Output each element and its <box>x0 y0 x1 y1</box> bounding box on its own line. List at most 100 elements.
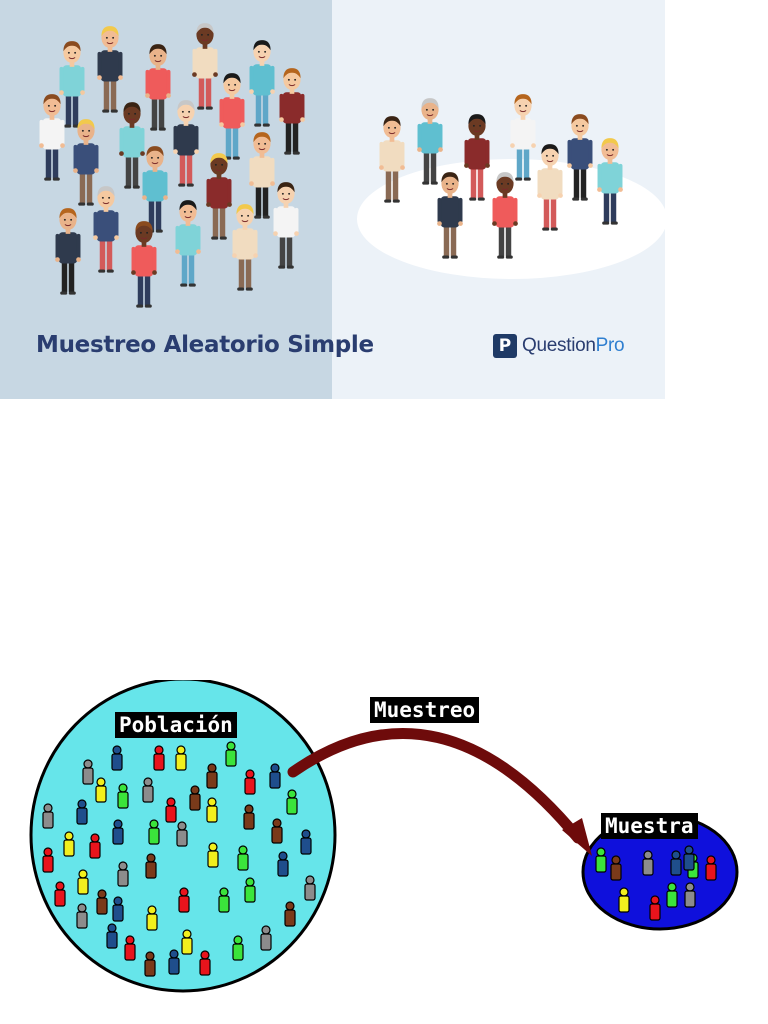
person-figure <box>279 68 305 155</box>
person-icon <box>300 829 312 855</box>
sampling-arrow <box>287 728 584 844</box>
person-figure <box>219 73 245 160</box>
person-icon <box>260 925 272 951</box>
person-icon <box>218 887 230 913</box>
person-icon <box>111 745 123 771</box>
person-figure <box>597 138 623 225</box>
person-icon <box>705 855 717 881</box>
person-icon <box>175 745 187 771</box>
person-icon <box>142 777 154 803</box>
person-icon <box>146 905 158 931</box>
questionpro-icon: P <box>493 334 517 358</box>
person-figure <box>537 144 563 231</box>
person-icon <box>112 896 124 922</box>
person-figure <box>492 172 518 259</box>
person-figure <box>510 94 536 181</box>
person-figure <box>379 116 405 203</box>
person-icon <box>145 853 157 879</box>
person-figure <box>173 100 199 187</box>
crowd-right <box>379 94 623 259</box>
person-icon <box>54 881 66 907</box>
person-icon <box>42 803 54 829</box>
person-figure <box>249 40 275 127</box>
person-icon <box>271 818 283 844</box>
person-icon <box>684 882 696 908</box>
sampling-label: Muestreo <box>370 697 480 723</box>
person-icon <box>112 819 124 845</box>
person-icon <box>610 855 622 881</box>
person-icon <box>168 949 180 975</box>
person-icon <box>199 950 211 976</box>
person-icon <box>117 783 129 809</box>
person-figure <box>273 182 299 269</box>
person-figure <box>192 23 218 110</box>
person-figure <box>437 172 463 259</box>
sampling-diagram-art <box>29 680 739 993</box>
sampling-arrowhead <box>562 818 592 856</box>
person-icon <box>232 935 244 961</box>
person-figure <box>55 208 81 295</box>
person-icon <box>206 797 218 823</box>
person-icon <box>189 785 201 811</box>
person-icon <box>244 877 256 903</box>
person-figure <box>97 26 123 113</box>
person-icon <box>124 935 136 961</box>
banner-title: Muestreo Aleatorio Simple <box>36 332 374 358</box>
person-icon <box>304 875 316 901</box>
person-icon <box>181 929 193 955</box>
person-icon <box>76 903 88 929</box>
person-icon <box>148 819 160 845</box>
person-figure <box>175 200 201 287</box>
person-icon <box>76 799 88 825</box>
person-figure <box>417 98 443 185</box>
person-icon <box>82 759 94 785</box>
person-figure <box>73 119 99 206</box>
person-icon <box>207 842 219 868</box>
banner: Muestreo Aleatorio Simple P QuestionPro <box>0 0 665 399</box>
person-icon <box>206 763 218 789</box>
person-figure <box>142 146 168 233</box>
person-icon <box>153 745 165 771</box>
person-figure <box>131 221 157 308</box>
person-icon <box>63 831 75 857</box>
person-figure <box>119 102 145 189</box>
person-icon <box>244 769 256 795</box>
person-icon <box>666 882 678 908</box>
population-figures <box>42 741 316 977</box>
person-icon <box>618 887 630 913</box>
person-figure <box>39 94 65 181</box>
questionpro-wordmark: QuestionPro <box>522 335 625 356</box>
person-icon <box>649 895 661 921</box>
person-icon <box>42 847 54 873</box>
person-icon <box>178 887 190 913</box>
person-icon <box>117 861 129 887</box>
person-icon <box>176 821 188 847</box>
person-icon <box>284 901 296 927</box>
sample-figures <box>595 845 717 921</box>
person-icon <box>96 889 108 915</box>
population-label: Población <box>115 712 237 738</box>
person-icon <box>670 850 682 876</box>
questionpro-logo[interactable]: P QuestionPro <box>493 334 625 358</box>
person-icon <box>269 763 281 789</box>
person-figure <box>232 204 258 291</box>
person-icon <box>642 850 654 876</box>
person-figure <box>145 44 171 131</box>
person-icon <box>144 951 156 977</box>
person-figure <box>93 186 119 273</box>
person-figure <box>567 114 593 201</box>
crowd-left <box>39 23 305 308</box>
person-figure <box>249 132 275 219</box>
person-icon <box>683 845 695 871</box>
person-icon <box>286 789 298 815</box>
banner-illustration <box>39 23 665 308</box>
person-figure <box>206 153 232 240</box>
person-icon <box>277 851 289 877</box>
sample-label: Muestra <box>601 813 698 839</box>
person-figure <box>59 41 85 128</box>
person-figure <box>464 114 490 201</box>
person-icon <box>89 833 101 859</box>
sampling-diagram: Población Muestreo Muestra <box>0 680 768 1024</box>
person-icon <box>95 777 107 803</box>
person-icon <box>165 797 177 823</box>
